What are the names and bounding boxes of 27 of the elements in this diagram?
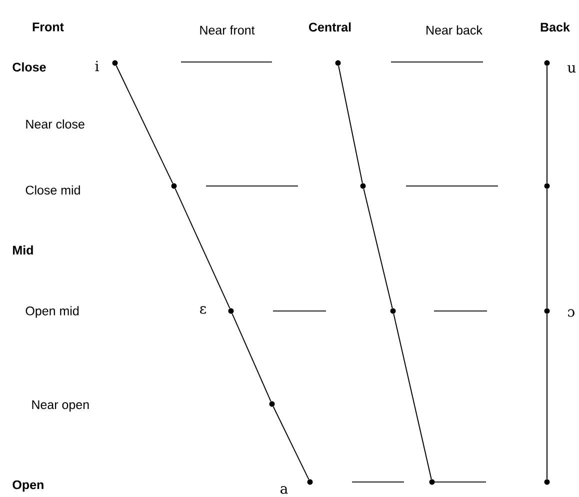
vowel-symbol: a	[280, 486, 288, 494]
axis-heading: Mid	[13, 245, 33, 255]
vowel-symbol: ɔ	[568, 309, 574, 317]
axis-label: Open mid	[26, 306, 79, 318]
chart-line	[546, 65, 548, 184]
vowel-symbol: u	[568, 65, 576, 73]
chart-line	[546, 313, 548, 480]
chart-line	[174, 188, 230, 309]
vowel-symbol: ɛ	[200, 306, 206, 314]
vowel-symbol: i	[95, 60, 99, 72]
axis-label: Near close	[26, 119, 84, 129]
axis-label: Close mid	[26, 185, 80, 195]
axis-label: Near back	[426, 25, 482, 35]
chart-line	[116, 65, 174, 184]
chart-line	[272, 406, 310, 480]
chart-line	[232, 313, 272, 402]
chart-line	[338, 65, 363, 184]
chart-line	[546, 188, 548, 309]
axis-heading: Central	[308, 22, 351, 32]
axis-heading: Back	[540, 22, 570, 32]
chart-line	[363, 188, 393, 309]
axis-label: Near front	[200, 25, 255, 35]
axis-heading: Front	[32, 22, 64, 32]
axis-heading: Close	[12, 62, 46, 72]
axis-heading: Open	[12, 480, 44, 492]
chart-line	[393, 313, 432, 480]
axis-label: Near open	[32, 400, 89, 412]
